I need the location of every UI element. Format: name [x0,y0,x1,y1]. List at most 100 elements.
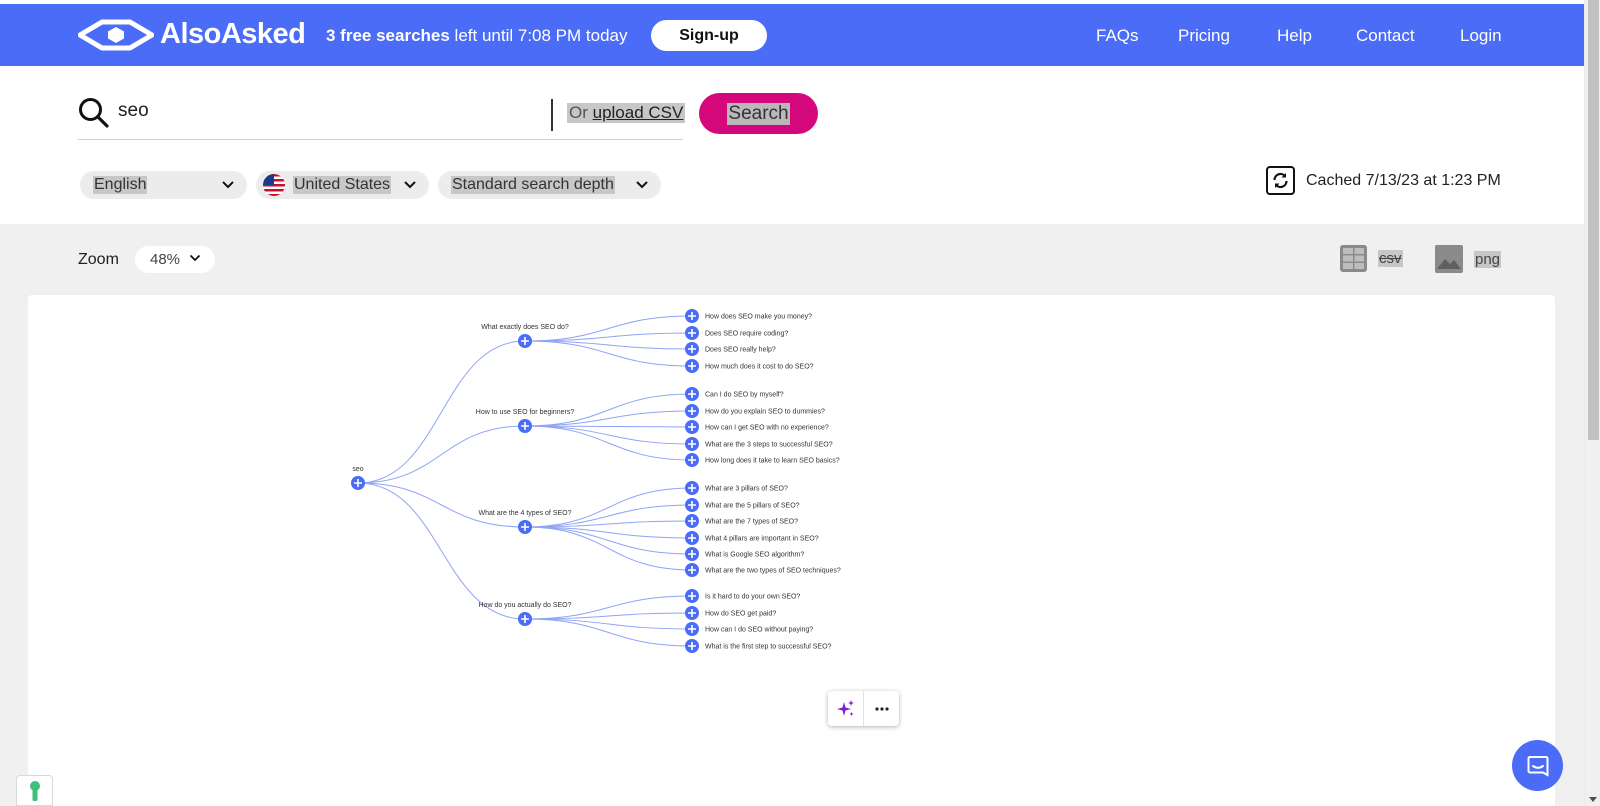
child-node-expand-icon[interactable] [685,387,699,401]
signup-button[interactable]: Sign-up [651,20,767,51]
export-png-label: png [1474,250,1502,268]
branch-child-link [524,487,693,528]
depth-select[interactable]: Standard search depth [438,171,661,199]
logo-icon [78,19,154,50]
child-node-expand-icon[interactable] [685,326,699,340]
page-scrollbar[interactable] [1584,0,1600,806]
child-node-expand-icon[interactable] [685,453,699,467]
search-divider [551,99,553,131]
export-csv-label: csv [1378,250,1403,267]
search-button-label: Search [727,102,790,125]
child-node-expand-icon[interactable] [685,606,699,620]
child-question-label: Does SEO really help? [705,347,776,354]
free-searches-notice: 3 free searches left until 7:08 PM today [326,26,627,46]
upload-csv-link[interactable]: upload CSV [592,103,684,122]
branch-node-expand-icon[interactable] [518,334,532,348]
child-question-label: How can I do SEO without paying? [705,627,813,634]
cached-text: Cached 7/13/23 at 1:23 PM [1306,171,1501,189]
branch-question-label: How do you actually do SEO? [479,602,572,609]
search-button[interactable]: Search [699,93,818,134]
image-icon [1435,245,1463,273]
zoom-label: Zoom [78,251,119,268]
language-select[interactable]: English [80,171,247,199]
child-question-label: Does SEO require coding? [705,331,788,338]
child-node-expand-icon[interactable] [685,342,699,356]
region-value: United States [293,176,392,194]
branch-child-link [524,393,693,427]
child-question-label: What are the 5 pillars of SEO? [705,503,800,510]
child-question-label: What are 3 pillars of SEO? [705,486,788,493]
ai-sparkle-button[interactable] [828,691,863,726]
branch-child-link [524,410,693,427]
chat-icon [1527,755,1548,777]
table-icon [1340,245,1367,272]
child-node-expand-icon[interactable] [685,420,699,434]
branch-question-label: What are the 4 types of SEO? [479,510,572,517]
branch-child-link [524,612,693,620]
branch-child-link [524,520,693,528]
child-node-expand-icon[interactable] [685,531,699,545]
branch-child-link [524,315,693,342]
root-branch-link [357,425,526,484]
search-input[interactable] [118,96,538,126]
child-node-expand-icon[interactable] [685,622,699,636]
upload-csv: Or upload CSV [567,103,686,123]
child-question-label: How long does it take to learn SEO basic… [705,458,840,465]
child-node-expand-icon[interactable] [685,359,699,373]
export-csv-button[interactable]: csv [1339,244,1403,273]
zoom-select[interactable]: 48% [135,246,215,273]
child-node-expand-icon[interactable] [685,589,699,603]
branch-node-expand-icon[interactable] [518,520,532,534]
scroll-down-arrow[interactable] [1589,797,1597,802]
root-node-expand-icon[interactable] [351,476,365,490]
child-question-label: Can I do SEO by myself? [705,392,784,399]
nav-pricing[interactable]: Pricing [1178,26,1230,45]
child-node-expand-icon[interactable] [685,547,699,561]
child-node-expand-icon[interactable] [685,563,699,577]
child-node-expand-icon[interactable] [685,514,699,528]
branch-node-expand-icon[interactable] [518,419,532,433]
search-underline [78,139,683,140]
search-icon [79,98,109,128]
root-branch-link [357,482,526,620]
child-question-label: Is it hard to do your own SEO? [705,594,800,601]
logo[interactable]: AlsoAsked [78,18,306,51]
nav-contact[interactable]: Contact [1356,26,1415,45]
child-question-label: What are the two types of SEO techniques… [705,568,841,575]
branch-child-link [524,618,693,630]
child-node-expand-icon[interactable] [685,309,699,323]
child-node-expand-icon[interactable] [685,498,699,512]
scrollbar-thumb[interactable] [1588,0,1599,440]
child-question-label: How much does it cost to do SEO? [705,364,814,371]
branch-node-expand-icon[interactable] [518,612,532,626]
keyhole-icon [29,780,40,801]
branch-child-link [524,595,693,620]
depth-value: Standard search depth [451,176,615,194]
child-node-expand-icon[interactable] [685,404,699,418]
chat-support-button[interactable] [1512,740,1563,791]
child-node-expand-icon[interactable] [685,639,699,653]
branch-child-link [524,425,693,445]
child-question-label: What 4 pillars are important in SEO? [705,536,819,543]
child-question-label: How do you explain SEO to dummies? [705,409,825,416]
cached-status: Cached 7/13/23 at 1:23 PM [1266,166,1501,195]
child-question-label: What are the 7 types of SEO? [705,519,798,526]
nav-login[interactable]: Login [1460,26,1502,45]
privacy-button[interactable] [16,775,53,806]
child-node-expand-icon[interactable] [685,437,699,451]
nav-help[interactable]: Help [1277,26,1312,45]
root-node-label: seo [352,466,363,473]
chevron-down-icon [189,254,201,262]
branch-question-label: How to use SEO for beginners? [476,409,575,416]
refresh-icon[interactable] [1266,166,1295,195]
more-icon [874,706,889,711]
child-node-expand-icon[interactable] [685,481,699,495]
nav-faqs[interactable]: FAQs [1096,26,1139,45]
export-png-button[interactable]: png [1434,244,1502,274]
chevron-down-icon [636,181,648,189]
region-select[interactable]: United States [256,171,429,199]
more-options-button[interactable] [864,691,899,726]
site-header: AlsoAsked 3 free searches left until 7:0… [0,4,1584,66]
